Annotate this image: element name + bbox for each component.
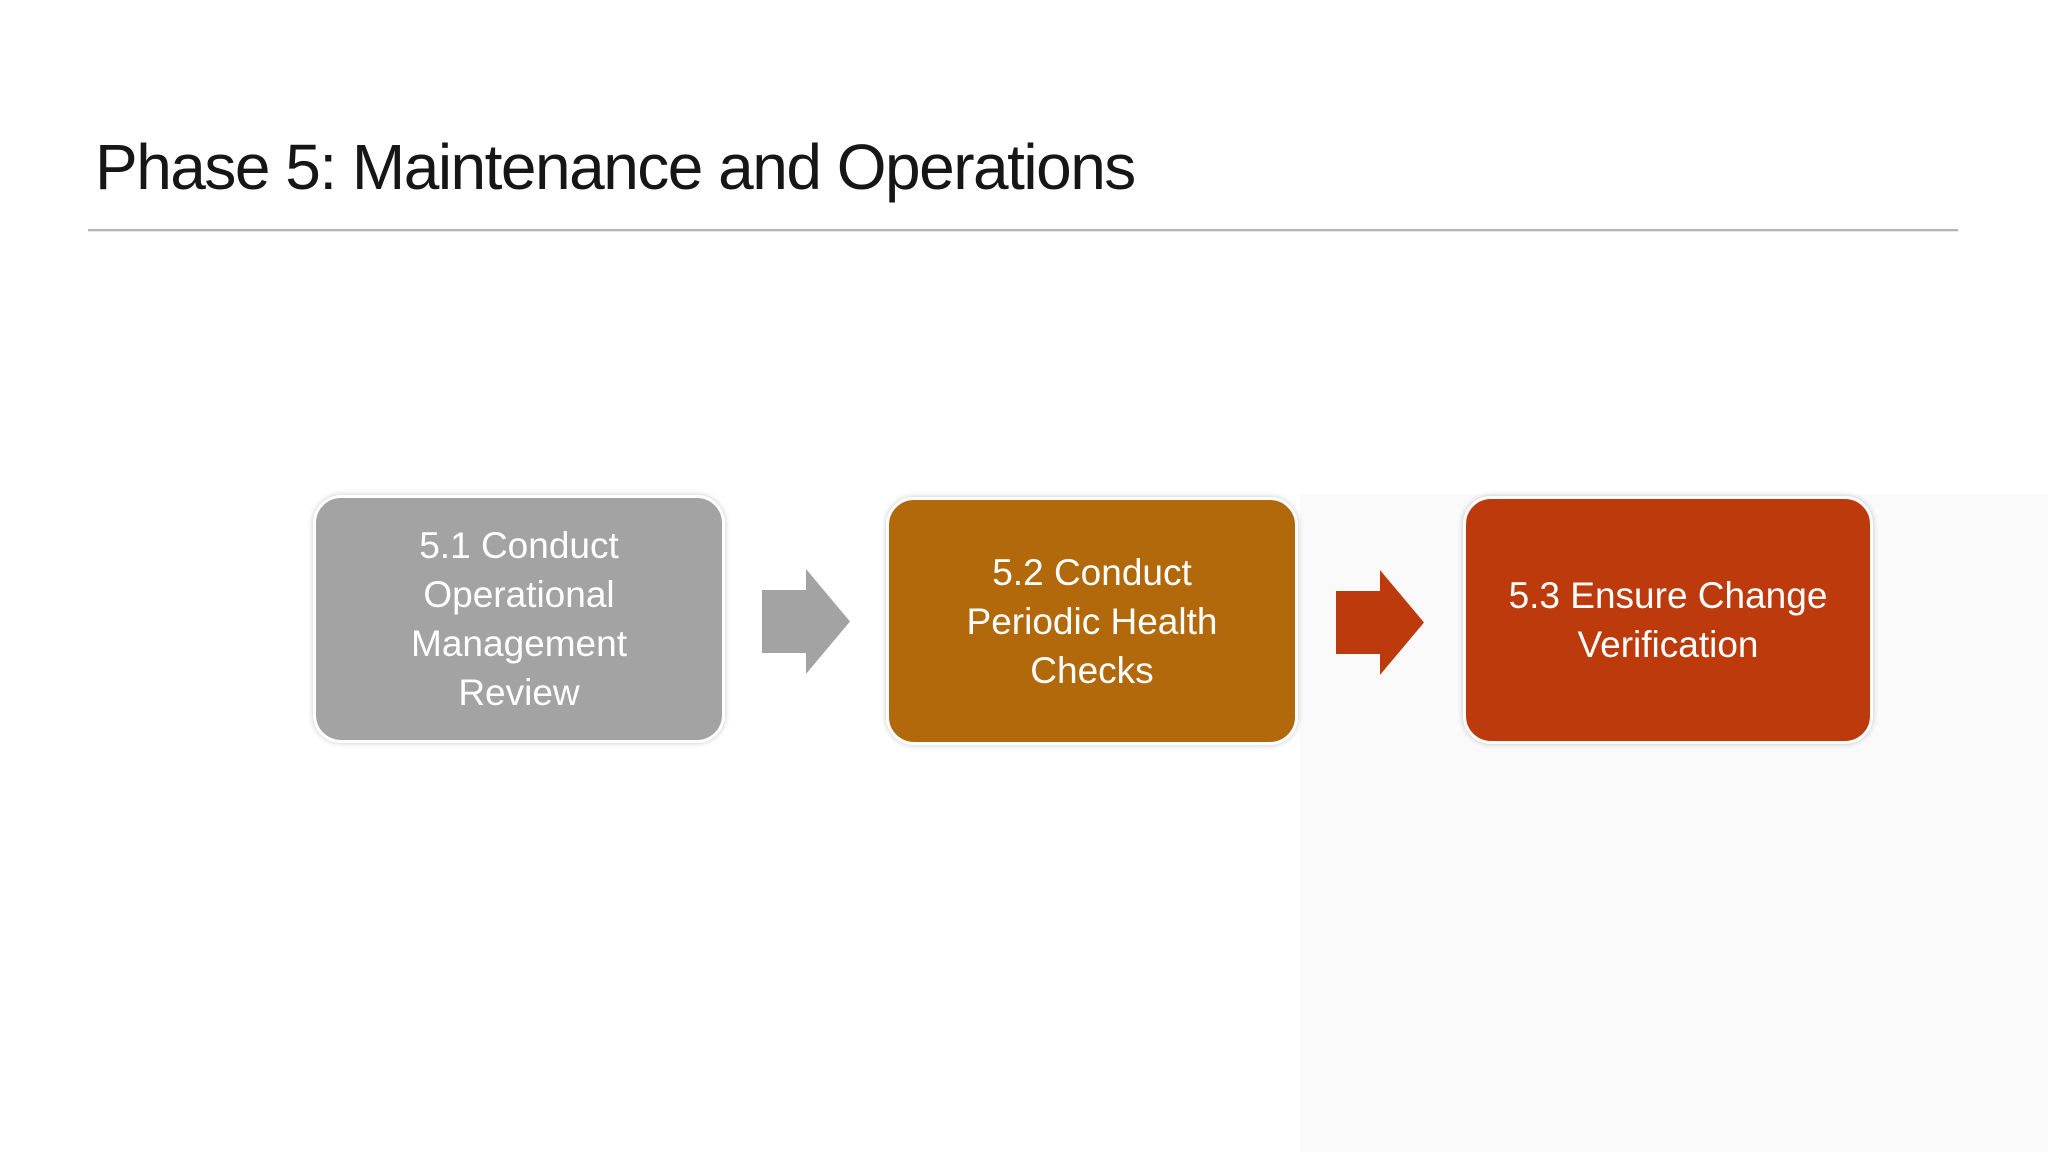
flow-arrow-right-icon	[762, 569, 850, 674]
title-divider	[88, 229, 1958, 232]
process-step-1-label: 5.1 Conduct Operational Management Revie…	[411, 525, 627, 713]
process-step-2: 5.2 Conduct Periodic Health Checks	[886, 497, 1298, 745]
process-step-2-label: 5.2 Conduct Periodic Health Checks	[966, 551, 1218, 691]
process-step-3: 5.3 Ensure Change Verification	[1463, 496, 1873, 744]
slide-title: Phase 5: Maintenance and Operations	[95, 131, 1136, 203]
process-step-1: 5.1 Conduct Operational Management Revie…	[313, 495, 725, 743]
process-step-3-label: 5.3 Ensure Change Verification	[1508, 575, 1828, 665]
